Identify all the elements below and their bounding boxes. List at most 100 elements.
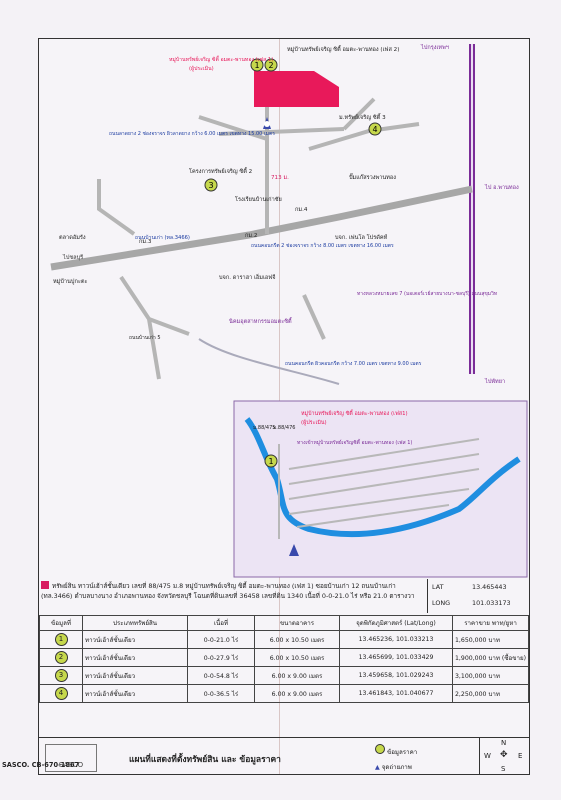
marker-4[interactable]: 4 [368, 122, 382, 136]
label-lot-a: ม.88/475 [253, 425, 275, 431]
label-km4: กม.4 [295, 207, 308, 213]
label-lot-b: ม.88/476 [273, 425, 295, 431]
marker-1-inset[interactable]: 1 [264, 454, 278, 468]
canal [198, 338, 340, 385]
row-marker: 4 [54, 687, 68, 700]
price-table: ข้อมูลที่ ประเภททรัพย์สิน เนื้อที่ ขนาดอ… [39, 615, 529, 703]
row-marker: 2 [54, 651, 68, 664]
inset-streets [278, 438, 480, 539]
marker-1-label: 1 [254, 61, 259, 70]
subject-legend-square [41, 581, 49, 589]
table-header-row: ข้อมูลที่ ประเภททรัพย์สิน เนื้อที่ ขนาดอ… [39, 615, 529, 631]
cell-type: ทาวน์เฮ้าส์ชั้นเดียว [82, 648, 188, 667]
label-inset-title: หมู่บ้านทรัพย์เจริญ ซิตี้ อมตะ-พานทอง (เ… [301, 409, 408, 417]
cell-area: 0-0-27.9 ไร่ [187, 648, 255, 667]
subject-village-area [254, 71, 339, 107]
col-coord: จุดพิกัดภูมิศาสตร์ (Lat/Long) [339, 615, 453, 631]
label-note-a: ถนนลาดยาง 2 ช่องจราจร ผิวลาดยาง กว้าง 6.… [109, 130, 275, 137]
lat-value: 13.465443 [472, 583, 507, 591]
legend-data: ข้อมูลราคา [375, 744, 417, 757]
label-village1: หมู่บ้านทรัพย์เจริญ ซิตี้ อมตะ-พานทอง (เ… [169, 55, 273, 63]
cell-no: 4 [39, 684, 83, 703]
long-value: 101.033173 [472, 599, 511, 607]
label-company2: บจก. ดาราฮา เอ็มเอฟจี [219, 273, 276, 281]
cell-type: ทาวน์เฮ้าส์ชั้นเดียว [82, 630, 188, 649]
cell-type: ทาวน์เฮ้าส์ชั้นเดียว [82, 666, 188, 685]
label-inset-entrance: ทางเข้าหมู่บ้านทรัพย์เจริญซิตี้ อมตะ-พาน… [297, 437, 412, 446]
cell-coord: 13.465236, 101.033213 [339, 630, 453, 649]
marker-4-label: 4 [372, 125, 377, 134]
label-km3: กม.3 [139, 239, 152, 245]
map-sheet: 1 2 3 4 1 ไปกรุงเทพฯ ไป อ.พานทอง [38, 38, 530, 775]
label-road-3466: ถนนบ้านเก่า (ทล.3466) [135, 234, 190, 241]
marker-1-top[interactable]: 1 [250, 58, 264, 72]
cell-coord: 13.465699, 101.033429 [339, 648, 453, 667]
label-highway-side: ทางหลวงหมายเลข 7 (มอเตอร์เวย์สายบางนา-ชล… [357, 290, 497, 297]
lat-label: LAT [432, 583, 444, 591]
label-dist-713: 713 ม. [271, 175, 289, 181]
cell-no: 2 [39, 648, 83, 667]
legend-data-icon [375, 744, 385, 754]
label-market: ตลาดอัมรัง [59, 234, 86, 241]
legend-photo: ▲ จุดถ่ายภาพ [375, 764, 412, 771]
latlong-box: LAT 13.465443 LONG 101.033173 [427, 579, 528, 613]
label-village-puk: หมู่บ้านปูกะตะ [53, 278, 87, 285]
main-road [50, 185, 473, 271]
cell-coord: 13.459658, 101.029243 [339, 666, 453, 685]
cell-no: 1 [39, 630, 83, 649]
subject-description: ทรัพย์สิน ทาวน์เฮ้าส์ชั้นเดียว เลขที่ 88… [41, 581, 415, 600]
cell-price: 3,100,000 บาท [452, 666, 529, 685]
cell-area: 0-0-21.0 ไร่ [187, 630, 255, 649]
cell-size: 6.00 x 9.00 เมตร [254, 666, 340, 685]
label-to-phanthong: ไป อ.พานทอง [484, 184, 519, 191]
cell-coord: 13.461843, 101.040677 [339, 684, 453, 703]
cell-area: 0-0-54.8 ไร่ [187, 666, 255, 685]
cell-price: 1,900,000 บาท (ซื้อขาย) [452, 648, 529, 667]
label-km2: กม.2 [245, 233, 257, 239]
cell-size: 6.00 x 9.00 เมตร [254, 684, 340, 703]
label-gas: ปั๊มแก๊สรวงพานทอง [349, 173, 396, 181]
col-size: ขนาดอาคาร [254, 615, 340, 631]
cell-no: 3 [39, 666, 83, 685]
marker-3-label: 3 [208, 181, 213, 190]
marker-2-label: 2 [268, 61, 273, 70]
cell-size: 6.00 x 10.50 เมตร [254, 648, 340, 667]
label-school: โรงเรียนบ้านเก่าชัย [235, 195, 282, 203]
label-note-b: ถนนคอนกรีต 2 ช่องจราจร กว้าง 8.00 เมตร เ… [251, 242, 394, 249]
cell-price: 2,250,000 บาท [452, 684, 529, 703]
label-to-pattaya: ไปพัทยา [484, 378, 505, 385]
col-no: ข้อมูลที่ [39, 615, 83, 631]
label-village1-sub: (ผู้ประเมิน) [189, 65, 214, 72]
cell-area: 0-0-36.5 ไร่ [187, 684, 255, 703]
label-to-chonburi: ไปชลบุรี [62, 254, 83, 261]
marker-2-top[interactable]: 2 [264, 58, 278, 72]
long-label: LONG [432, 599, 451, 607]
col-type: ประเภททรัพย์สิน [82, 615, 188, 631]
cell-type: ทาวน์เฮ้าส์ชั้นเดียว [82, 684, 188, 703]
label-company1: บจก. เฟนโล โปรดัคท์ [335, 233, 388, 241]
col-area: เนื้อที่ [187, 615, 255, 631]
photo-point-icon[interactable] [263, 117, 271, 129]
document-code: SASCO. CB-670-1867 [2, 761, 80, 769]
sasco-logo: SASCO [45, 744, 97, 772]
label-village2: หมู่บ้านทรัพย์เจริญ ซิตี้ อมตะ-พานทอง (เ… [287, 45, 399, 53]
label-to-bangkok: ไปกรุงเทพฯ [420, 44, 449, 51]
label-village3: ม.ทรัพย์เจริญ ซิตี้ 3 [339, 113, 386, 121]
photo-point-icon-inset[interactable] [289, 544, 299, 556]
label-industrial: นิคมอุตสาหกรรมอมตะซิตี้ [229, 317, 293, 325]
legend-photo-icon: ▲ [375, 764, 380, 771]
label-note-c: ถนนคอนกรีต ผิวคอนกรีต กว้าง 7.00 เมตร เข… [285, 360, 422, 367]
label-project2: โครงการทรัพย์เจริญ ซิตี้ 2 [189, 167, 252, 175]
compass-rose-icon: N S E W ✥ [479, 738, 528, 775]
row-marker: 1 [54, 633, 68, 646]
marker-1-inset-label: 1 [268, 457, 273, 466]
cell-size: 6.00 x 10.50 เมตร [254, 630, 340, 649]
row-marker: 3 [54, 669, 68, 682]
label-inset-sub: (ผู้ประเมิน) [301, 419, 327, 426]
marker-3[interactable]: 3 [204, 178, 218, 192]
location-map: 1 2 3 4 1 ไปกรุงเทพฯ ไป อ.พานทอง [50, 44, 528, 578]
